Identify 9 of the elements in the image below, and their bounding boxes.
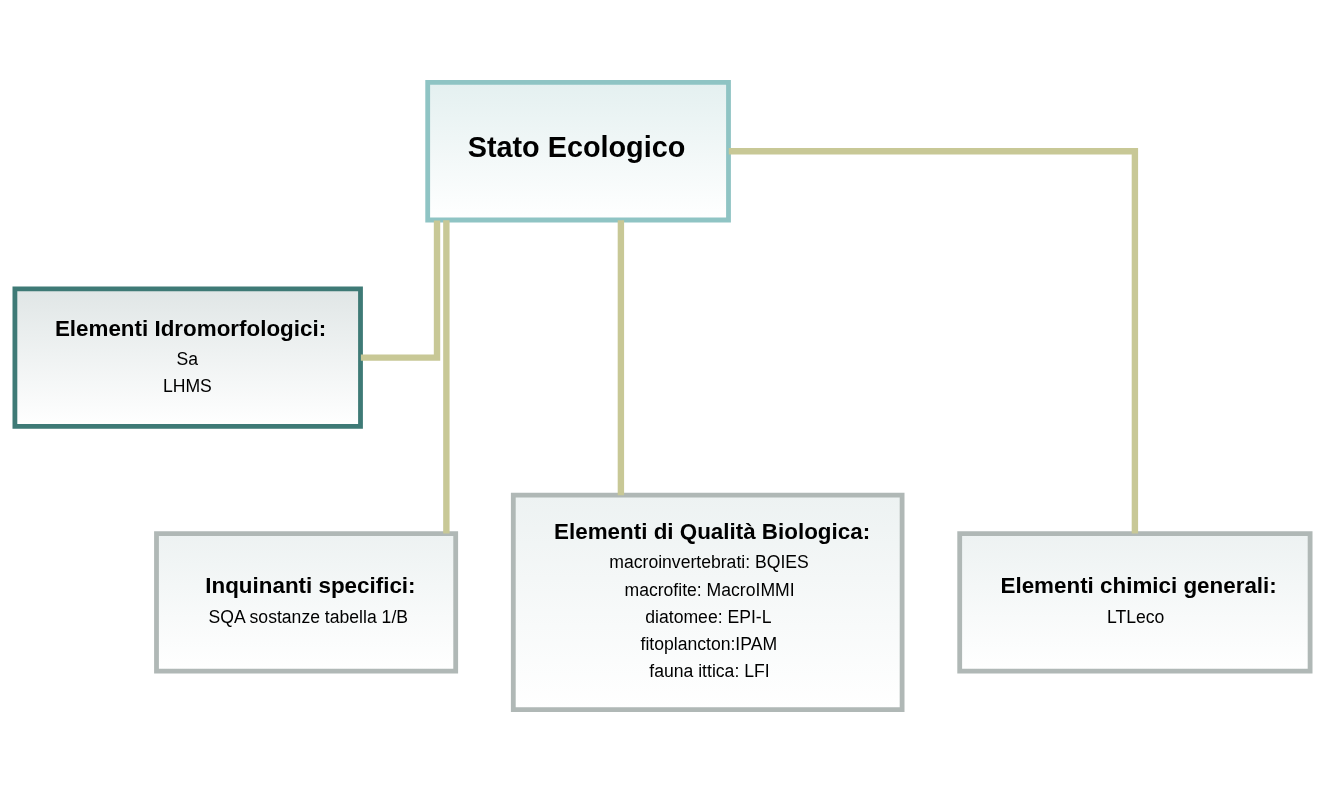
connector [728, 148, 1139, 534]
connector [360, 220, 441, 361]
connector [443, 220, 450, 534]
node-box: Elementi Idromorfologici: Sa LHMS [12, 286, 363, 429]
connector [617, 220, 625, 496]
node-box: Stato Ecologico [425, 80, 731, 223]
node-box: Elementi chimici generali: LTLeco [957, 531, 1313, 674]
node-box: Inquinanti specifici: SQA sostanze tabella 1/B [154, 531, 459, 674]
node-box: Elementi di Qualità Biologica: macroinvertebrati: BQIES macrofite: MacroIMMI diatomee: EPI-L fitoplancton:IPAM fauna ittica: LFI [510, 492, 905, 712]
